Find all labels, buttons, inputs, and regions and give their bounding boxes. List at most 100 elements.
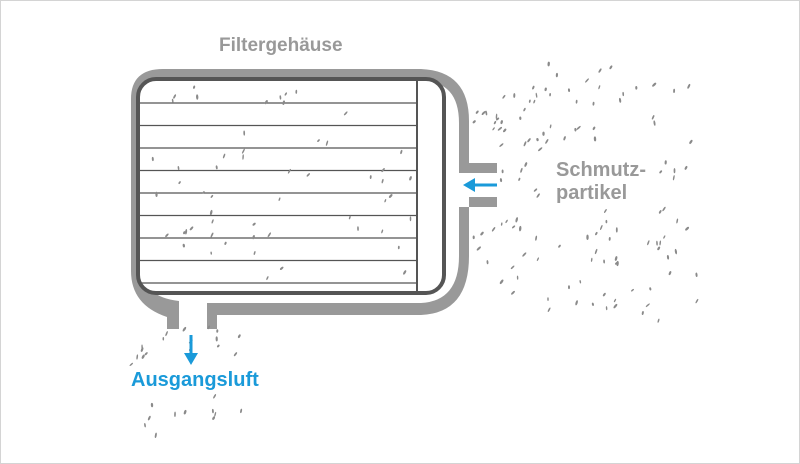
dust-particle <box>593 136 597 142</box>
dust-particle <box>533 188 538 192</box>
dust-particle <box>513 93 516 98</box>
dust-particle <box>242 154 244 160</box>
dust-particle <box>144 352 148 356</box>
dust-particle <box>605 306 608 311</box>
dust-particle <box>687 83 691 89</box>
dust-particle <box>165 331 168 337</box>
dust-particle <box>295 89 298 94</box>
filter-housing <box>131 69 497 329</box>
dust-particle <box>685 226 690 231</box>
dust-particle <box>659 240 662 246</box>
dust-particle <box>676 218 679 224</box>
dust-particle <box>171 98 174 103</box>
inlet-label: Schmutz- partikel <box>556 159 646 205</box>
dust-particle <box>605 219 608 224</box>
dust-particle <box>522 252 527 257</box>
dust-particle <box>602 292 606 297</box>
dust-particle <box>481 111 486 115</box>
dust-particle <box>598 68 602 73</box>
dust-particle <box>592 101 595 106</box>
dust-particle <box>673 168 676 174</box>
dust-particle <box>207 325 211 330</box>
dust-particle <box>604 208 607 214</box>
dust-particle <box>480 231 484 236</box>
dust-particle <box>144 423 146 428</box>
dust-particle <box>575 300 578 306</box>
dust-particle <box>622 91 625 97</box>
dust-particle <box>278 197 281 202</box>
dust-particle <box>189 226 194 231</box>
dust-particle <box>279 266 284 270</box>
dust-particle <box>193 85 196 89</box>
dust-particle <box>279 95 282 100</box>
dust-particle <box>211 219 214 224</box>
dust-particle <box>214 411 217 417</box>
dust-particle <box>215 336 218 342</box>
dust-particle <box>202 191 205 194</box>
dust-particle <box>545 139 549 144</box>
dust-particles <box>129 61 699 439</box>
dust-particle <box>614 256 618 261</box>
dust-particle <box>211 408 214 414</box>
dust-particle <box>210 194 214 198</box>
dust-particle <box>485 110 488 116</box>
dust-particle <box>542 131 545 136</box>
dust-particle <box>535 235 538 241</box>
dust-particle <box>594 248 598 255</box>
dust-particle <box>603 259 605 264</box>
dust-particle <box>649 287 652 291</box>
dust-particle <box>684 165 688 170</box>
dust-particle <box>549 124 552 129</box>
dust-particle <box>209 209 213 216</box>
dust-particle <box>574 127 577 132</box>
dust-particle <box>476 246 481 251</box>
dust-particle <box>243 130 246 136</box>
dust-particle <box>384 198 387 203</box>
dust-particle <box>647 240 650 246</box>
dust-particle <box>609 65 613 70</box>
dust-particle <box>155 191 158 198</box>
dust-particle <box>576 125 581 130</box>
dust-particle <box>536 193 540 198</box>
dust-particle <box>282 100 285 105</box>
dust-particle <box>518 225 522 232</box>
dust-particle <box>657 246 661 251</box>
dust-particle <box>516 275 519 280</box>
dust-particle <box>369 175 372 180</box>
dust-particle <box>343 111 348 116</box>
dust-particle <box>210 232 214 238</box>
dust-particle <box>662 206 666 212</box>
dust-particle <box>151 156 154 162</box>
dust-particle <box>527 138 531 143</box>
dust-particle <box>505 219 508 224</box>
dust-particle <box>492 127 495 131</box>
dust-particle <box>499 279 504 285</box>
dust-particle <box>536 257 539 262</box>
dust-particle <box>664 160 667 165</box>
dust-particle <box>528 99 531 103</box>
dust-particle <box>233 352 238 357</box>
dust-particle <box>538 147 543 152</box>
dust-particle <box>177 165 180 171</box>
dust-particle <box>656 240 658 246</box>
dust-particle <box>388 194 393 198</box>
dust-particle <box>241 148 245 154</box>
dust-particle <box>216 344 220 348</box>
inlet-label-line2: partikel <box>556 182 628 204</box>
dust-particle <box>651 115 655 120</box>
dust-particle <box>136 354 139 360</box>
dust-particle <box>645 303 650 308</box>
dust-particle <box>567 88 571 93</box>
arrow-left-icon <box>463 178 497 192</box>
dust-particle <box>568 285 570 290</box>
dust-particle <box>182 243 185 248</box>
dust-particle <box>496 117 500 121</box>
dust-particle <box>252 234 255 240</box>
dust-particle <box>503 128 507 133</box>
housing-label: Filtergehäuse <box>219 35 343 56</box>
dust-particle <box>657 318 660 323</box>
dust-particle <box>224 241 227 245</box>
dust-particle <box>536 137 539 142</box>
